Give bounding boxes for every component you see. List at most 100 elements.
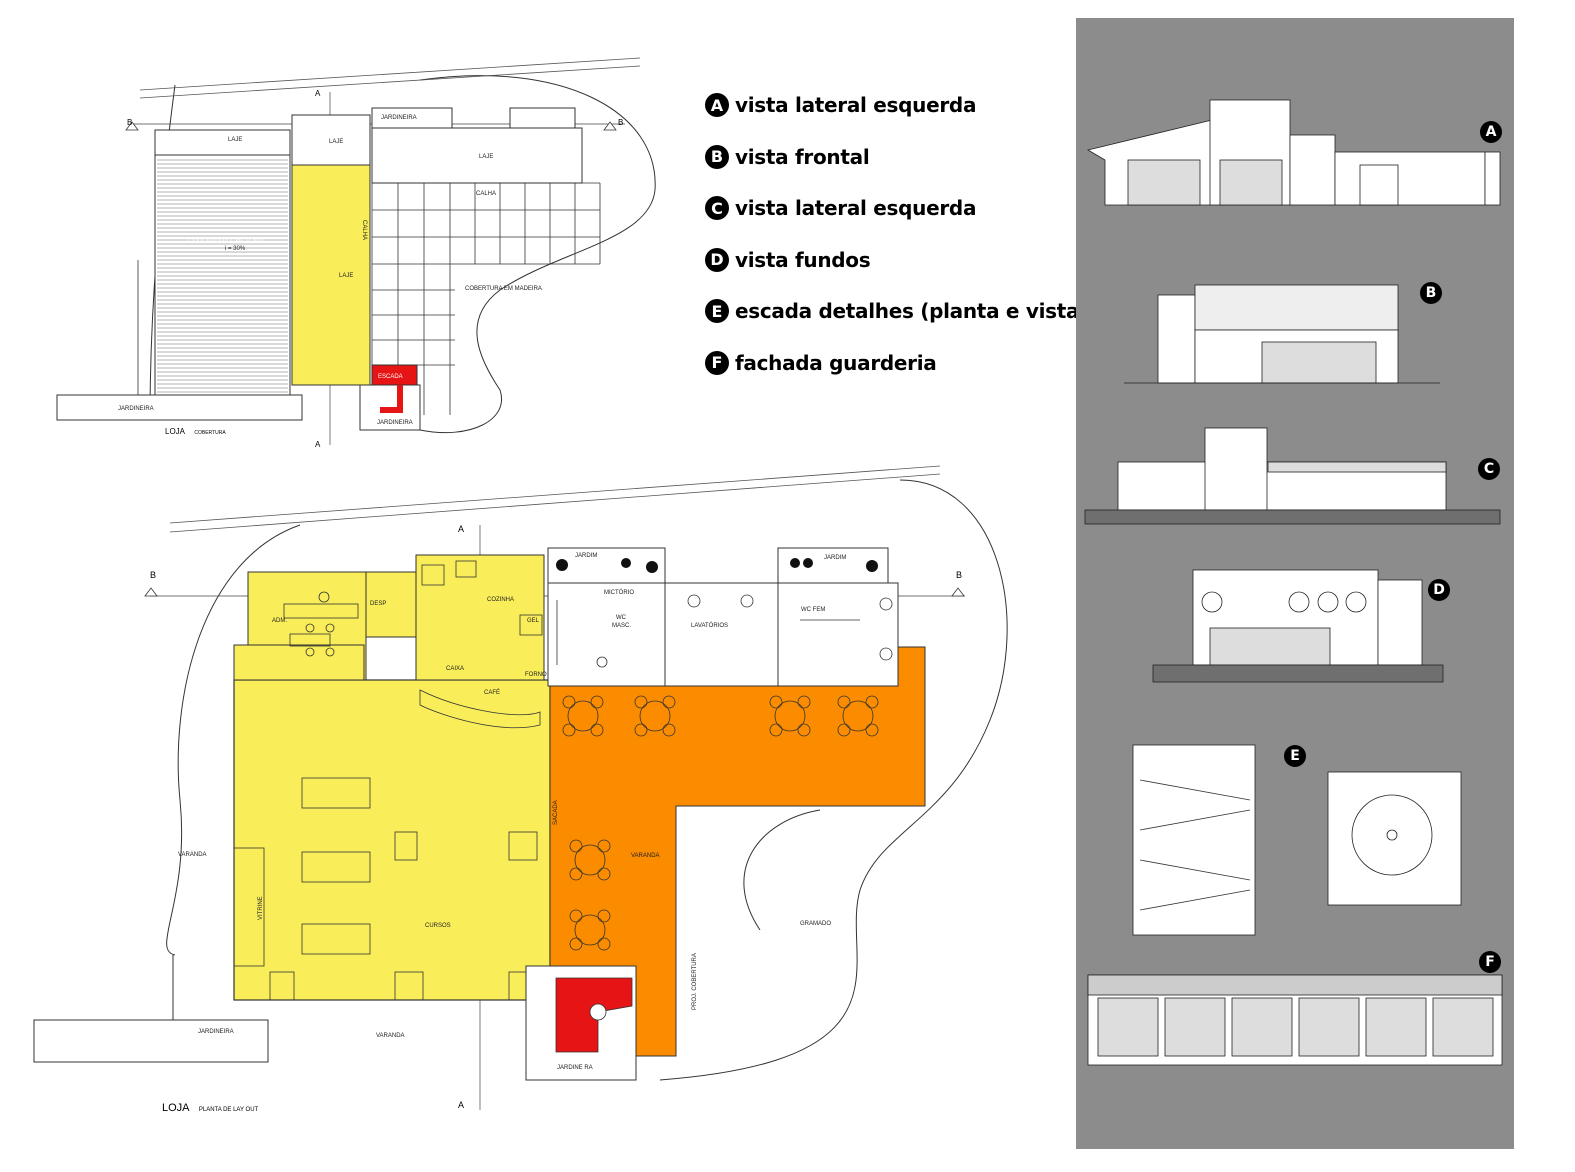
label-vitrine: VITRINE bbox=[258, 896, 264, 920]
roof-label-cobertura-existente: COBERTURA EXISTENTE bbox=[188, 238, 267, 245]
wc-masc bbox=[547, 582, 666, 687]
label-lavatorios: LAVATÓRIOS bbox=[691, 622, 728, 629]
chair bbox=[590, 723, 604, 737]
label-adm: ADM. bbox=[272, 618, 287, 624]
roof-label-escada: ESCADA bbox=[378, 374, 403, 380]
elevation-b bbox=[1124, 284, 1440, 384]
label-sacada: SACADA bbox=[553, 800, 559, 825]
layout-caption-sub: PLANTA DE LAY OUT bbox=[198, 1107, 259, 1113]
chair bbox=[569, 909, 583, 923]
legend-text: vista frontal bbox=[735, 144, 870, 169]
layout-section-mark-b-left: B bbox=[150, 570, 156, 580]
desp-area bbox=[365, 571, 417, 638]
chair bbox=[865, 695, 879, 709]
elevation-badge-e: E bbox=[1284, 745, 1306, 767]
label-jardineira: JARDINEIRA bbox=[198, 1029, 234, 1035]
label-cursos: CURSOS bbox=[425, 923, 451, 929]
roof-label-slope: i = 30% bbox=[225, 246, 246, 252]
roof-label-calha-1: CALHA bbox=[476, 191, 496, 197]
chair bbox=[797, 723, 811, 737]
chair bbox=[662, 695, 676, 709]
label-varanda-bottom: VARANDA bbox=[376, 1033, 405, 1039]
roof-label-jardineira-left: JARDINEIRA bbox=[118, 406, 154, 412]
roof-section-mark-a-top: A bbox=[315, 89, 321, 98]
label-jardim-1: JARDIM bbox=[575, 553, 597, 559]
legend-badge: A bbox=[705, 93, 729, 117]
chair bbox=[569, 839, 583, 853]
label-jardim-2: JARDIM bbox=[824, 555, 846, 561]
cozinha-area bbox=[415, 554, 545, 681]
chair bbox=[769, 695, 783, 709]
chair bbox=[634, 723, 648, 737]
elevation-badge-d: D bbox=[1428, 579, 1450, 601]
elevation-drawings bbox=[1084, 99, 1503, 1066]
chair bbox=[562, 723, 576, 737]
label-mictorio: MICTÓRIO bbox=[604, 589, 634, 596]
layout-section-mark-b-right: B bbox=[956, 570, 962, 580]
legend-badge: B bbox=[705, 144, 729, 169]
layout-plan-drawing: ADM. DESP COZINHA GEL CAIXA CAFÉ FORNO J… bbox=[33, 465, 1008, 1110]
chair bbox=[562, 695, 576, 709]
chair bbox=[662, 723, 676, 737]
label-caixa: CAIXA bbox=[446, 666, 464, 672]
table bbox=[842, 700, 874, 732]
legend-text: vista fundos bbox=[735, 247, 871, 272]
chair bbox=[797, 695, 811, 709]
elevation-e bbox=[1132, 744, 1462, 936]
label-cozinha: COZINHA bbox=[487, 597, 514, 603]
wc-fem bbox=[777, 582, 899, 687]
table bbox=[567, 700, 599, 732]
table bbox=[639, 700, 671, 732]
street-line-b bbox=[169, 473, 941, 533]
roof-label-laje-4: LAJE bbox=[339, 273, 353, 279]
chair bbox=[865, 723, 879, 737]
roof-section-mark-b-left: B bbox=[127, 118, 132, 127]
label-desp: DESP bbox=[370, 601, 386, 607]
roof-section-mark-a-bottom: A bbox=[315, 440, 321, 449]
street-line-2 bbox=[139, 65, 641, 99]
legend-text: fachada guarderia bbox=[735, 350, 937, 375]
label-cafe: CAFÉ bbox=[484, 689, 500, 696]
cursos-area bbox=[233, 679, 551, 1001]
roof-section-mark-b-right: B bbox=[618, 118, 623, 127]
chair bbox=[837, 695, 851, 709]
label-forno: FORNO bbox=[525, 672, 547, 678]
elevation-badge-c: C bbox=[1478, 458, 1500, 480]
elevation-a bbox=[1086, 99, 1501, 206]
roof-label-laje-1: LAJE bbox=[228, 137, 242, 143]
street-line-a bbox=[169, 465, 941, 524]
elevation-c bbox=[1084, 427, 1501, 525]
varanda-tables bbox=[562, 695, 879, 951]
table bbox=[574, 844, 606, 876]
legend-badge: C bbox=[705, 196, 729, 221]
chair bbox=[597, 937, 611, 951]
chair bbox=[569, 867, 583, 881]
legend-badge: D bbox=[705, 247, 729, 272]
existing-roof-hatching bbox=[157, 159, 288, 393]
chair bbox=[597, 867, 611, 881]
elevation-d bbox=[1152, 569, 1444, 683]
legend-text: vista lateral esquerda bbox=[735, 196, 977, 221]
table bbox=[574, 914, 606, 946]
roof-caption-sub: COBERTURA bbox=[194, 430, 226, 436]
label-wc-fem: WC FEM bbox=[801, 607, 825, 613]
legend-text: escada detalhes (planta e vista) bbox=[735, 299, 1089, 324]
chair bbox=[837, 723, 851, 737]
chair bbox=[634, 695, 648, 709]
roof-plan-caption: LOJA COBERTURA bbox=[165, 423, 226, 437]
label-jardineira-stair: JARDINE RA bbox=[557, 1065, 593, 1071]
layout-site-boundary bbox=[166, 479, 1008, 1081]
roof-label-jardineira-bottom: JARDINEIRA bbox=[377, 420, 413, 426]
label-proj-cobertura: PROJ. COBERTURA bbox=[692, 953, 698, 1010]
label-wc-masc-2: MASC. bbox=[612, 623, 631, 629]
laje-yellow bbox=[291, 164, 371, 386]
chair bbox=[590, 695, 604, 709]
label-varanda-left: VARANDA bbox=[178, 852, 207, 858]
elevation-f bbox=[1087, 974, 1503, 1066]
elevation-badge-b: B bbox=[1420, 282, 1442, 304]
roof-label-laje-2: LAJE bbox=[329, 139, 343, 145]
